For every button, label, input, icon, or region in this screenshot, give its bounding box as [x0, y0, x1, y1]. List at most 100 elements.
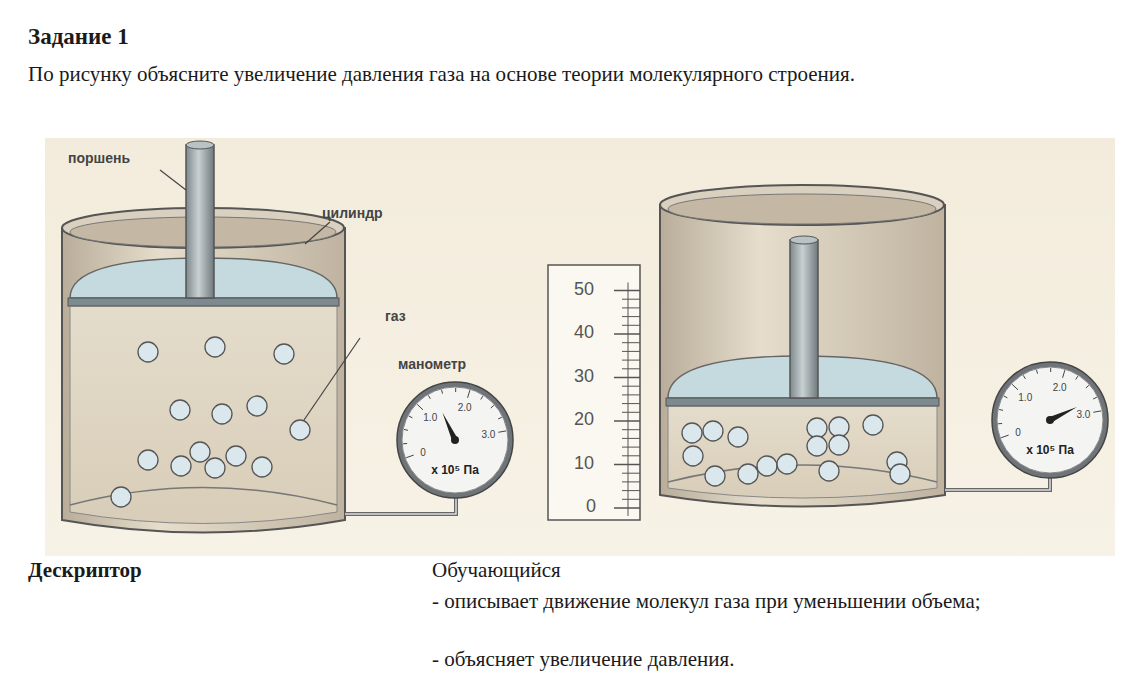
pressure-gauge: 0 1.0 2.0 3.0 x 10⁵ Па — [988, 358, 1112, 482]
gas-molecule — [705, 466, 725, 486]
gauge-tick — [1093, 411, 1101, 412]
scale-tick — [622, 325, 640, 326]
scale-tick — [614, 333, 640, 335]
gauge-number: 3.0 — [482, 429, 496, 440]
gauge-tick — [406, 455, 414, 458]
gauge-number: 1.0 — [1018, 391, 1032, 402]
gauge-number: 3.0 — [1077, 409, 1091, 420]
gas-molecule — [170, 400, 190, 420]
gauge-tick — [999, 409, 1003, 411]
gas-molecule — [212, 404, 232, 424]
gas-molecule — [890, 464, 910, 484]
scale-tick — [622, 299, 640, 300]
gas-molecule — [682, 423, 702, 443]
gas-molecule — [807, 418, 827, 438]
gas-molecule — [819, 461, 839, 481]
gas-molecule — [190, 442, 210, 462]
scale-tick — [622, 360, 640, 361]
gas-molecule — [863, 415, 883, 435]
scale-tick — [622, 473, 640, 474]
scale-tick — [622, 429, 640, 430]
gauge-number: 0 — [420, 446, 426, 457]
gas-molecule — [728, 427, 748, 447]
gauge-unit: x 10⁵ Па — [1026, 443, 1074, 457]
pipe — [945, 478, 1050, 490]
scale-tick — [614, 464, 640, 466]
scale-tick — [622, 307, 640, 308]
gauge-tick — [998, 423, 1002, 424]
gas-molecule — [738, 464, 758, 484]
scale-tick — [622, 447, 640, 448]
scale-tick — [622, 351, 640, 352]
scale-number: 10 — [574, 453, 594, 475]
gauge-tick — [491, 405, 494, 408]
gauge-tick — [404, 429, 408, 431]
scale-tick — [614, 290, 640, 292]
gas-molecule — [226, 446, 246, 466]
scale-tick — [622, 342, 640, 343]
gauge-tick — [1050, 368, 1051, 372]
gauge-tick — [1012, 384, 1018, 389]
gas-molecule — [683, 446, 703, 466]
gauge-tick — [441, 390, 442, 394]
background — [45, 138, 1115, 556]
heading: Дескриптор — [28, 558, 142, 583]
descriptor-text: - описывает движение молекул газа при ум… — [432, 587, 1092, 616]
gauge-tick — [1076, 376, 1078, 379]
gauge-tick — [417, 404, 423, 409]
scale-tick — [622, 316, 640, 317]
scale-number: 20 — [574, 409, 594, 431]
gauge-tick — [1036, 370, 1037, 374]
gauge-tick — [1023, 375, 1025, 378]
gauge-tick — [455, 388, 456, 392]
part-label: манометр — [398, 356, 466, 373]
gas-molecule — [138, 450, 158, 470]
scale-tick — [622, 386, 640, 387]
gauge-number: 1.0 — [423, 411, 437, 422]
pipe — [945, 478, 1050, 490]
gas-molecule — [777, 454, 797, 474]
scale-tick — [622, 438, 640, 439]
scale-number: 0 — [586, 496, 596, 518]
gauge-tick — [468, 390, 470, 398]
descriptor-text: - объясняет увеличение давления. — [432, 647, 734, 672]
gauge-dial — [988, 358, 1112, 482]
leader-line — [160, 170, 186, 190]
scale-tick — [622, 490, 640, 491]
instruction: По рисунку объясните увеличение давления… — [28, 60, 1113, 89]
gas-molecule — [111, 487, 131, 507]
leader-line — [305, 222, 330, 244]
scale-number: 40 — [574, 322, 594, 344]
descriptor-text: Обучающийся — [432, 558, 561, 583]
gas-molecule — [247, 396, 267, 416]
gauge-tick — [498, 431, 506, 432]
gauge-tick — [481, 396, 483, 399]
gauge-dial — [393, 378, 517, 502]
part-label: цилиндр — [322, 205, 383, 222]
gas-molecule — [757, 456, 777, 476]
gas-molecule — [205, 458, 225, 478]
gauge-tick — [498, 417, 502, 419]
gauge-number: 2.0 — [1053, 382, 1067, 393]
scale-axis — [628, 283, 629, 517]
gauge-number: 2.0 — [458, 402, 472, 413]
gas-molecule — [807, 436, 827, 456]
gauge-tick — [1004, 396, 1008, 398]
gauge-tick — [1086, 385, 1089, 388]
gas-molecule — [290, 420, 310, 440]
scale-tick — [622, 455, 640, 456]
gauge-number: 0 — [1015, 426, 1021, 437]
pipe — [345, 498, 456, 514]
gauge-tick — [428, 395, 430, 398]
scale-tick — [622, 368, 640, 369]
leader-line — [304, 338, 360, 420]
right-cylinder — [660, 185, 945, 507]
scale-tick — [614, 377, 640, 379]
gauge-tick — [403, 443, 407, 444]
scale-tick — [622, 481, 640, 482]
gauge-tick — [1063, 370, 1065, 378]
scale-tick — [622, 394, 640, 395]
scale-tick — [622, 403, 640, 404]
gauge-unit: x 10⁵ Па — [431, 463, 479, 477]
scale-tick — [622, 412, 640, 413]
